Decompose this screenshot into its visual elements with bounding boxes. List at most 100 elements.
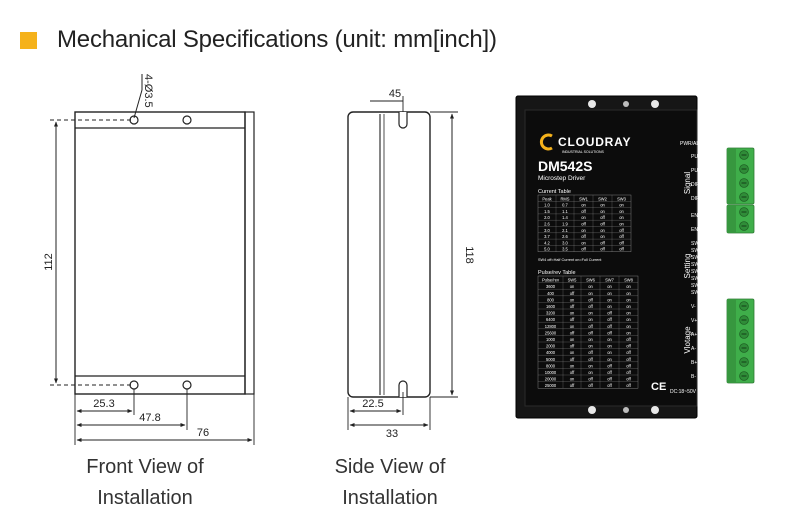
current-table-cell: 1.9 [562,222,568,227]
current-table-cell: off [581,209,586,214]
pulse-table-cell: on [588,311,593,316]
pulse-table-header-cell: SW8 [624,278,634,283]
current-table-header-cell: RMS [560,196,569,201]
pulse-table-cell: off [607,311,612,316]
pulse-table-cell: on [626,291,631,296]
current-table-cell: 3.5 [562,247,568,252]
pulse-table-cell: off [570,304,575,309]
current-table-cell: off [581,222,586,227]
pulse-table-cell: off [570,357,575,362]
side-body [347,111,431,398]
current-table-cell: 2.1 [562,228,568,233]
pulse-table-cell: off [626,377,631,382]
side-dim-top-label: 45 [389,88,401,100]
setting-pin-label: SW5 [691,262,702,268]
pulse-table-cell: on [607,297,612,302]
side-slot-bottom [398,380,408,397]
pulse-table-cell: on [626,304,631,309]
pulse-table-cell: on [607,344,612,349]
front-caption-line2: Installation [97,487,193,509]
pulse-table-cell: off [626,383,631,388]
brand-name: CLOUDRAY [558,135,631,149]
pulse-table-cell: off [626,370,631,375]
pulse-table-cell: on [570,377,575,382]
pulse-table-cell: off [570,344,575,349]
pulse-table-cell: off [588,304,593,309]
mount-hole-bottom-right [182,380,192,390]
driver-device: CLOUDRAY INDUSTRIAL SOLUTIONS DM542S Mic… [515,95,755,419]
pulse-table-cell: off [588,324,593,329]
current-table-cell: off [600,215,605,220]
voltage-pin-label: B+ [691,360,697,366]
current-table-cell: on [600,228,605,233]
pulse-table-cell: 1000 [546,337,556,342]
signal-pin-label: PUL- [691,168,703,174]
front-side-edge [244,111,255,395]
pulse-table-cell: off [588,330,593,335]
pulse-table-cell: 3600 [546,284,556,289]
current-table-title: Current Table [538,189,571,195]
pulse-table-cell: on [607,291,612,296]
setting-pin-label: SW7 [691,248,702,254]
pulse-table-cell: on [588,337,593,342]
voltage-pin-label: V+ [691,318,697,324]
current-table-cell: on [619,222,624,227]
pulse-table-cell: off [588,383,593,388]
pulse-table-cell: off [588,350,593,355]
pwr-alm-label: PWR/ALM [680,141,703,147]
pulse-table-cell: off [607,370,612,375]
pulse-table-cell: off [607,377,612,382]
setting-pin-label: SW4 [691,269,702,275]
ce-mark: CE [651,381,666,393]
pulse-table-cell: off [588,377,593,382]
pulse-table-cell: on [570,350,575,355]
pulse-table-cell: on [588,370,593,375]
current-table-cell: 1.5 [544,209,550,214]
voltage-group-label: Vlotage [683,326,692,354]
setting-pin-label: SW3 [691,276,702,282]
pulse-table-cell: on [570,311,575,316]
current-table-cell: on [581,228,586,233]
setting-pin-label: SW2 [691,283,702,289]
front-width-label: 76 [197,427,209,439]
section-header: Mechanical Specifications (unit: mm[inch… [20,26,497,54]
device-body [524,109,698,407]
pulse-table-cell: 12800 [545,324,557,329]
current-table-cell: on [619,203,624,208]
current-table-cell: off [600,240,605,245]
current-table-cell: 5.0 [544,247,550,252]
signal-pin-label: ENA+ [691,213,704,219]
current-table-cell: on [600,209,605,214]
device-screw-br [651,406,659,414]
current-table-header-cell: SW3 [617,196,627,201]
hole-label: 4-Ø3.5 [142,74,154,108]
model-name: DM542S [538,158,592,174]
pulse-table-cell: on [588,284,593,289]
current-table-cell: off [600,247,605,252]
current-table-cell: 2.0 [544,215,550,220]
setting-group-label: Setting [683,254,692,279]
current-table-cell: on [600,203,605,208]
pulse-table-title: Pulse/rev Table [538,270,576,276]
pulse-table-cell: off [626,344,631,349]
current-table-cell: 4.2 [544,240,550,245]
current-table-cell: off [619,234,624,239]
side-dim-a-label: 22.5 [362,398,383,410]
front-view-drawing: 4-Ø3.5 112 25.3 47.8 76 [43,74,255,445]
pulse-table-header-cell: SW5 [568,278,578,283]
front-dim-b-label: 47.8 [139,412,160,424]
current-table-cell: on [581,203,586,208]
current-table-cell: 3.7 [544,234,550,239]
pulse-table-cell: on [607,337,612,342]
pulse-table-cell: 5000 [546,357,556,362]
side-view-drawing: 45 118 22.5 33 [347,88,475,440]
side-slot-top [398,112,408,129]
current-table-header-cell: Peak [542,196,552,201]
signal-pin-label: DIR+ [691,182,703,188]
pulse-table-header-cell: SW6 [586,278,596,283]
pulse-table-cell: 25000 [545,383,557,388]
pulse-table-cell: off [570,317,575,322]
pulse-table-cell: 6400 [546,317,556,322]
